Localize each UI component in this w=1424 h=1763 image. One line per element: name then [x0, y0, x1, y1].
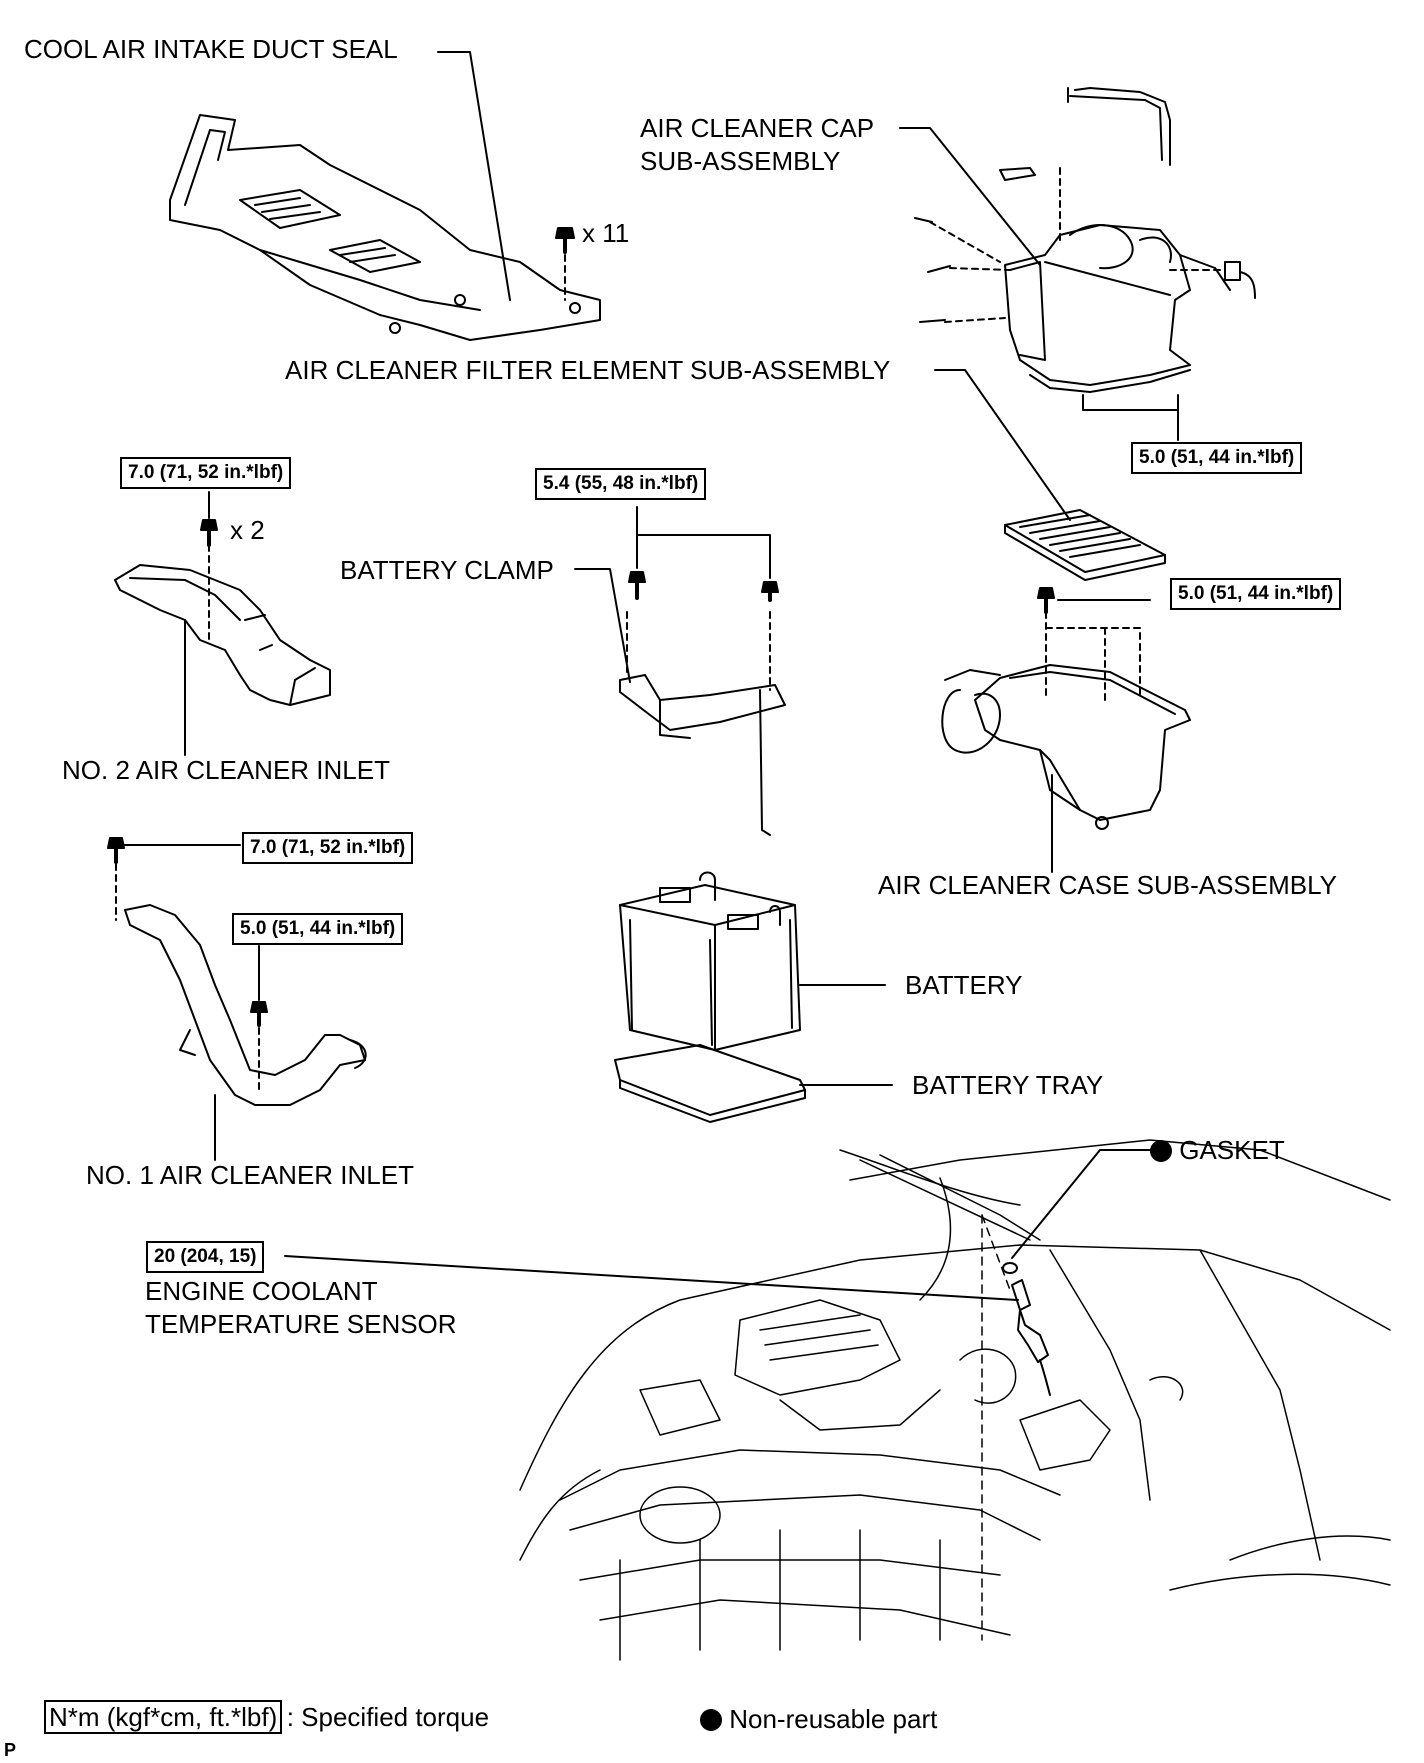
clip-icon — [555, 227, 575, 301]
cap-leader — [899, 127, 1041, 266]
cool-air-intake-duct-seal-drawing — [169, 114, 601, 341]
label-cool-air-intake-duct-seal: COOL AIR INTAKE DUCT SEAL — [24, 34, 398, 64]
gasket-leader — [1011, 1149, 1151, 1259]
torque-no1-inlet-mid: 5.0 (51, 44 in.*lbf) — [232, 913, 404, 945]
no2-air-cleaner-inlet-drawing — [114, 564, 331, 706]
ects-leader — [284, 1255, 1019, 1301]
label-gasket: GASKET — [1150, 1135, 1285, 1165]
gasket-ring — [1002, 1262, 1018, 1274]
label-air-cleaner-case: AIR CLEANER CASE SUB-ASSEMBLY — [878, 870, 1337, 900]
label-battery-clamp: BATTERY CLAMP — [340, 555, 554, 585]
legend-torque: N*m (kgf*cm, ft.*lbf) : Specified torque — [44, 1700, 489, 1734]
engine-bay-drawing — [519, 1139, 1391, 1661]
no1-bolt-icons — [107, 837, 268, 1027]
torque-cap: 5.0 (51, 44 in.*lbf) — [1131, 442, 1303, 474]
legend-torque-units: N*m (kgf*cm, ft.*lbf) — [44, 1700, 283, 1734]
legend-nonreusable-desc: Non-reusable part — [729, 1704, 938, 1734]
no1-air-cleaner-inlet-drawing — [124, 904, 367, 1106]
label-air-cleaner-cap-line1: AIR CLEANER CAP — [640, 113, 875, 143]
clamp-bolt-icons — [628, 571, 779, 602]
torque-case: 5.0 (51, 44 in.*lbf) — [1170, 578, 1342, 610]
battery-drawing — [619, 871, 801, 1051]
battery-clamp-drawing — [619, 611, 786, 836]
legend-dot-icon — [700, 1709, 722, 1731]
label-ects-line2: TEMPERATURE SENSOR — [145, 1309, 457, 1339]
air-cleaner-cap-drawing — [1004, 87, 1231, 393]
gasket-text: GASKET — [1179, 1135, 1285, 1165]
label-no2-bolt-count: x 2 — [230, 515, 265, 545]
torque-no1-inlet-top: 7.0 (71, 52 in.*lbf) — [242, 832, 414, 864]
label-air-cleaner-cap-line2: SUB-ASSEMBLY — [640, 146, 841, 176]
torque-clamp: 5.4 (55, 48 in.*lbf) — [535, 468, 707, 500]
corner-mark: P — [4, 1740, 17, 1760]
battery-tray-drawing — [614, 1044, 806, 1123]
legend-nonreusable: Non-reusable part — [700, 1704, 937, 1735]
no2-bolt-icon — [200, 519, 218, 547]
torque-no2-inlet: 7.0 (71, 52 in.*lbf) — [120, 457, 292, 489]
air-cleaner-case-drawing — [941, 664, 1191, 830]
ect-sensor-drawing — [1011, 1279, 1051, 1396]
air-cleaner-filter-element-drawing — [1004, 509, 1166, 581]
nonreusable-dot-icon — [1150, 1140, 1172, 1162]
label-battery-tray: BATTERY TRAY — [912, 1070, 1104, 1100]
label-battery: BATTERY — [905, 970, 1023, 1000]
case-bolt-icon — [1037, 587, 1055, 614]
torque-ects: 20 (204, 15) — [146, 1241, 265, 1273]
legend-torque-desc: : Specified torque — [286, 1702, 490, 1732]
seal-leader — [437, 51, 511, 301]
label-no2-air-cleaner-inlet: NO. 2 AIR CLEANER INLET — [62, 755, 390, 785]
label-no1-air-cleaner-inlet: NO. 1 AIR CLEANER INLET — [86, 1160, 414, 1190]
label-ects-line1: ENGINE COOLANT — [145, 1276, 378, 1306]
label-clip-count: x 11 — [582, 218, 630, 248]
label-air-cleaner-filter-element: AIR CLEANER FILTER ELEMENT SUB-ASSEMBLY — [285, 355, 891, 385]
clamp-leader — [574, 568, 631, 683]
filter-leader — [934, 369, 1071, 521]
